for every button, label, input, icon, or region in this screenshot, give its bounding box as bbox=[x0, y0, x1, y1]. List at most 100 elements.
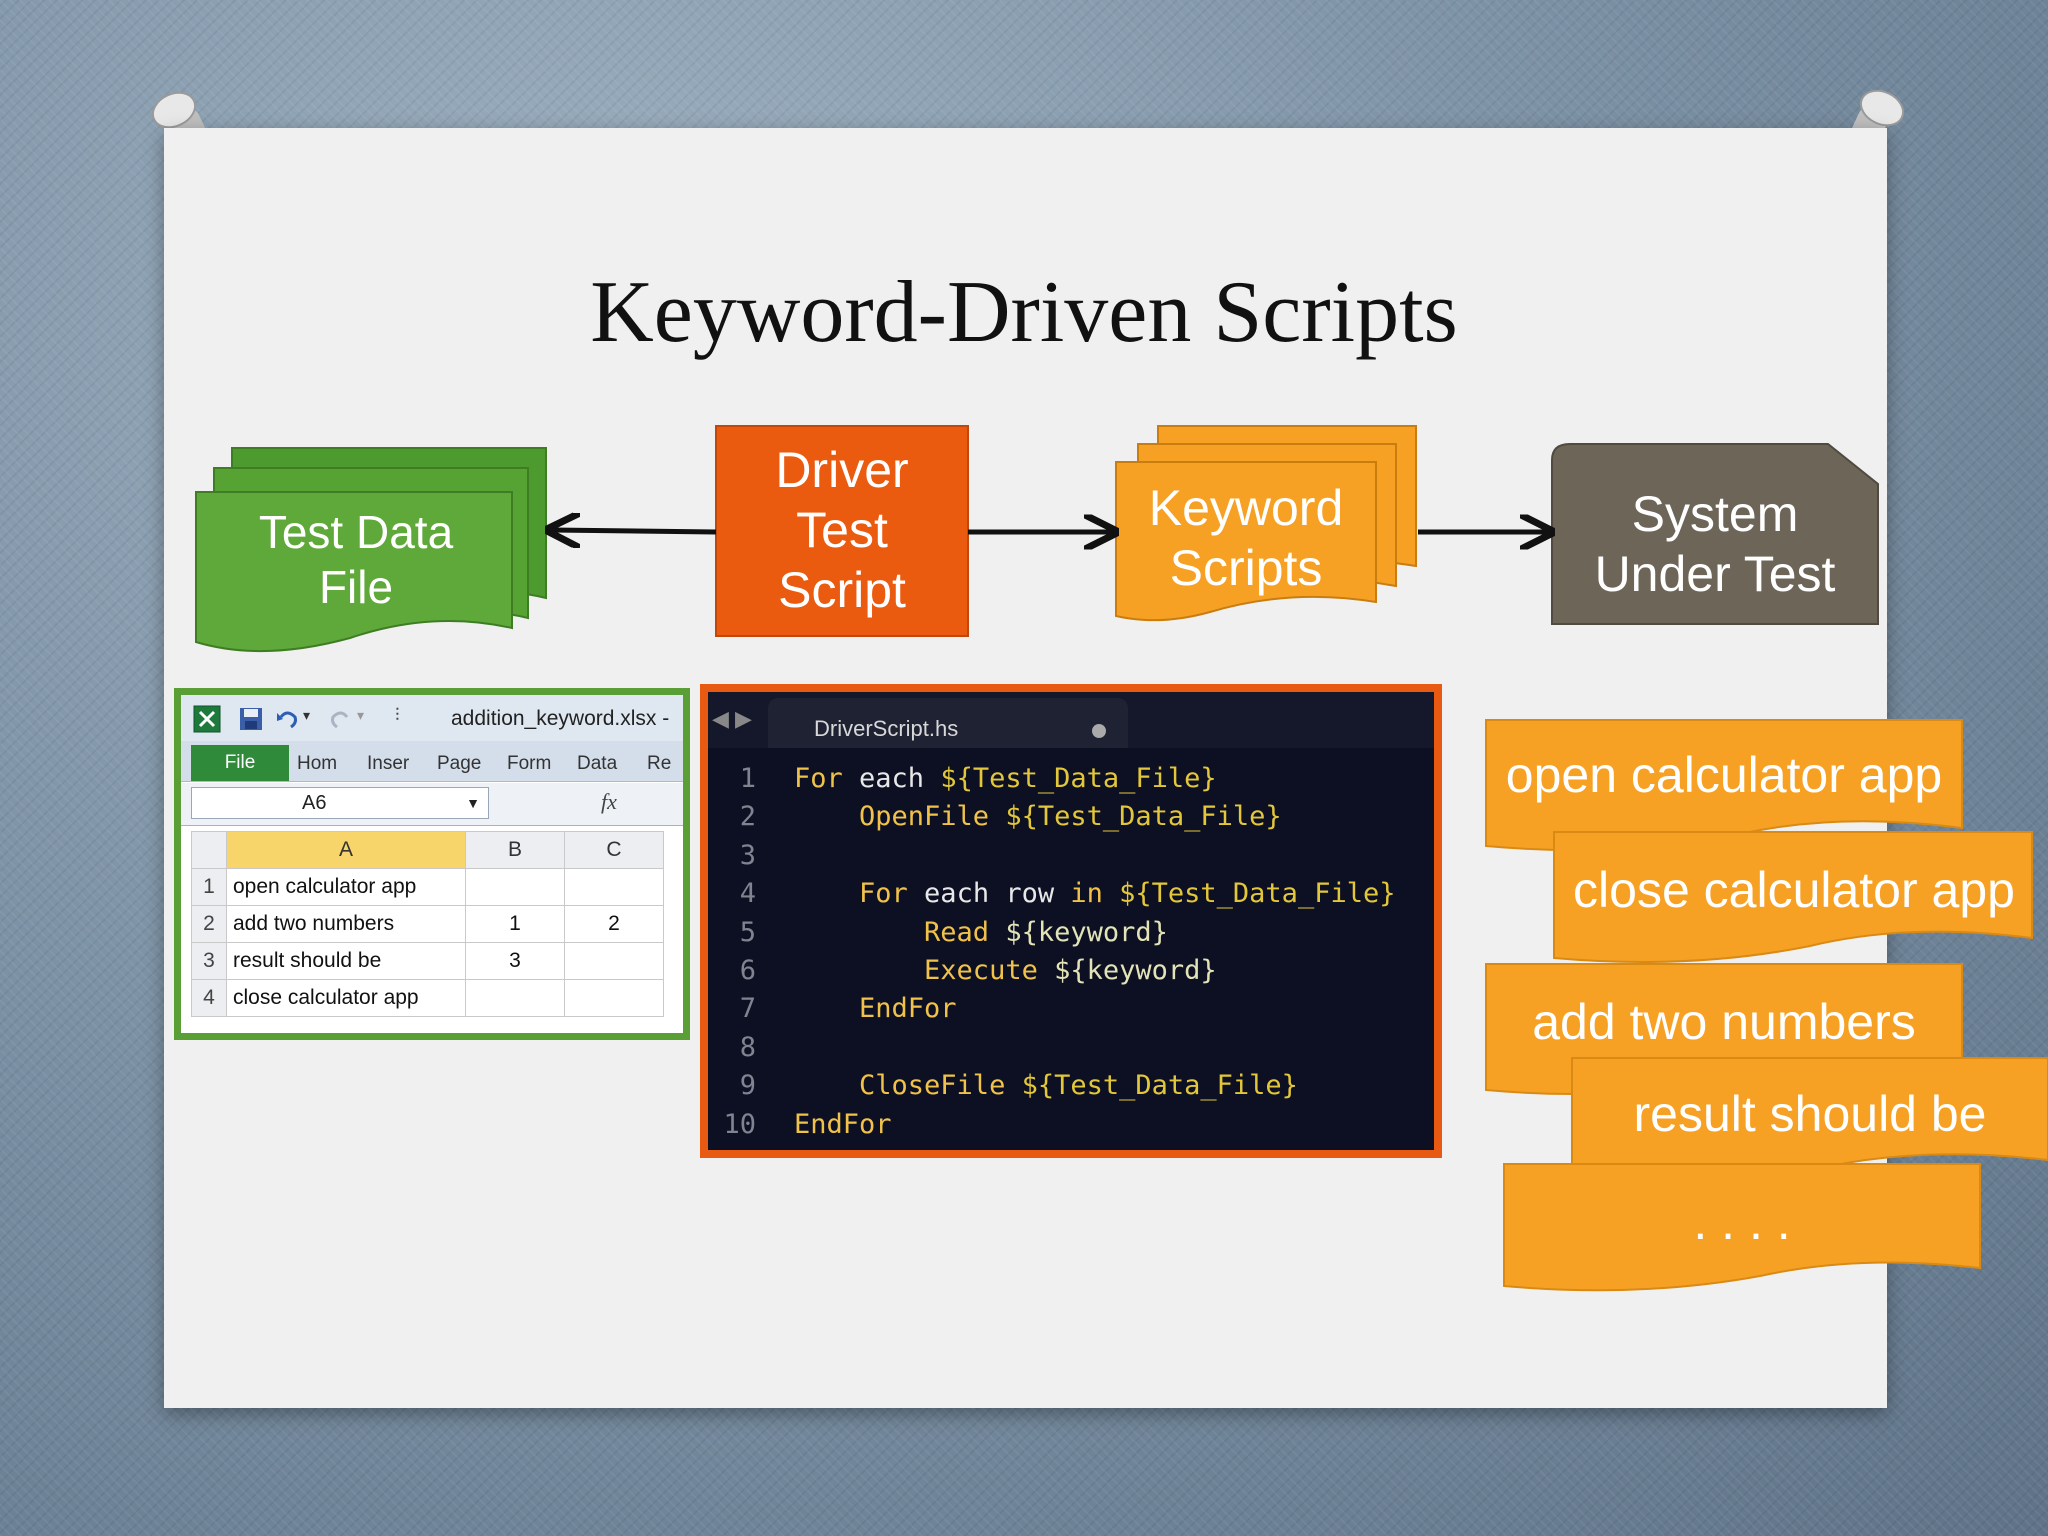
code-token: ${keyword} bbox=[1054, 954, 1217, 986]
excel-tab-insert[interactable]: Inser bbox=[367, 753, 410, 774]
save-icon[interactable] bbox=[239, 707, 263, 731]
editor-tab[interactable]: DriverScript.hs bbox=[768, 698, 1128, 748]
keyword-tag-ellipsis: . . . . bbox=[1693, 1194, 1791, 1251]
keyword-tag-shape bbox=[1553, 831, 2033, 963]
excel-file-tab[interactable]: File bbox=[191, 745, 289, 781]
line-number: 7 bbox=[739, 993, 756, 1025]
code-content: For each ${Test_Data_File} bbox=[794, 760, 1217, 798]
keyword-scripts-shape bbox=[1115, 425, 1417, 622]
excel-tab-review[interactable]: Re bbox=[647, 753, 672, 774]
code-token: ${Test_Data_File} bbox=[1021, 1070, 1298, 1102]
cell-a3[interactable]: result should be bbox=[226, 942, 466, 980]
line-number: 8 bbox=[739, 1031, 756, 1063]
code-line[interactable]: 7 EndFor bbox=[708, 990, 1434, 1028]
keyword-tag-shape bbox=[1503, 1163, 1981, 1292]
cell-c4[interactable] bbox=[564, 979, 664, 1017]
excel-filename: addition_keyword.xlsx - bbox=[451, 707, 670, 730]
undo-dropdown-icon[interactable]: ▾ bbox=[303, 707, 311, 723]
excel-grid: A B C 1 open calculator app 2 add two nu… bbox=[191, 831, 664, 1017]
table-row: 2 add two numbers 1 2 bbox=[191, 905, 664, 943]
driver-script-shape bbox=[715, 425, 969, 637]
code-line[interactable]: 10 EndFor bbox=[708, 1106, 1434, 1144]
excel-tab-home[interactable]: Hom bbox=[297, 753, 338, 774]
table-row: 1 open calculator app bbox=[191, 868, 664, 906]
line-number: 9 bbox=[739, 1070, 756, 1102]
excel-tab-formulas[interactable]: Form bbox=[507, 753, 552, 774]
column-header-c[interactable]: C bbox=[564, 831, 664, 869]
code-content: EndFor bbox=[794, 1106, 892, 1144]
slide-title: Keyword-Driven Scripts bbox=[590, 264, 1458, 361]
keyword-tag-result-should-be: result should be bbox=[1633, 1086, 1987, 1143]
excel-tab-data[interactable]: Data bbox=[577, 753, 618, 774]
editor-tab-bar: ◀ ▶ DriverScript.hs bbox=[708, 692, 1434, 748]
code-token: OpenFile bbox=[794, 801, 1006, 833]
code-line[interactable]: 3 bbox=[708, 837, 1434, 875]
row-header[interactable]: 3 bbox=[191, 942, 227, 980]
excel-app-icon bbox=[193, 705, 221, 733]
excel-window: ▾ ▾ ⫶ addition_keyword.xlsx - File Hom I… bbox=[174, 688, 690, 1040]
cell-c3[interactable] bbox=[564, 942, 664, 980]
code-token: ${Test_Data_File} bbox=[940, 763, 1217, 794]
code-token: each row bbox=[907, 878, 1071, 910]
test-data-file-label: Test Data File bbox=[258, 505, 454, 613]
code-content: For each row in ${Test_Data_File} bbox=[794, 875, 1395, 913]
excel-tab-page[interactable]: Page bbox=[437, 753, 482, 774]
code-token: ${Test_Data_File} bbox=[1005, 801, 1282, 833]
test-data-file-shape bbox=[195, 447, 547, 653]
column-header-row: A B C bbox=[191, 831, 664, 869]
cell-a2[interactable]: add two numbers bbox=[226, 905, 466, 943]
code-line[interactable]: 5 Read ${keyword} bbox=[708, 914, 1434, 952]
keyword-tag-close-calculator: close calculator app bbox=[1573, 862, 2015, 919]
column-header-a[interactable]: A bbox=[226, 831, 466, 869]
tab-nav-arrows-icon[interactable]: ◀ ▶ bbox=[712, 706, 752, 731]
table-row: 4 close calculator app bbox=[191, 979, 664, 1017]
arrow-driver-to-data bbox=[552, 530, 717, 532]
excel-quick-access-toolbar: ▾ ▾ ⫶ addition_keyword.xlsx - bbox=[181, 695, 683, 742]
name-box-dropdown-icon[interactable]: ▼ bbox=[466, 795, 480, 811]
excel-name-box-value: A6 bbox=[302, 792, 327, 814]
code-content: CloseFile ${Test_Data_File} bbox=[794, 1067, 1298, 1105]
undo-icon[interactable] bbox=[275, 707, 299, 731]
code-token: each bbox=[842, 763, 941, 794]
code-line[interactable]: 8 bbox=[708, 1029, 1434, 1067]
keyword-scripts-label: Keyword Scripts bbox=[1148, 480, 1344, 596]
code-token: in bbox=[1070, 878, 1103, 910]
redo-dropdown-icon[interactable]: ▾ bbox=[357, 707, 365, 723]
excel-name-box[interactable]: A6 ▼ bbox=[191, 787, 489, 819]
code-token: ${Test_Data_File} bbox=[1102, 878, 1396, 910]
redo-icon[interactable] bbox=[329, 707, 353, 731]
code-line[interactable]: 2 OpenFile ${Test_Data_File} bbox=[708, 798, 1434, 836]
cell-c1[interactable] bbox=[564, 868, 664, 906]
fx-icon[interactable]: fx bbox=[601, 789, 617, 814]
code-token: CloseFile bbox=[794, 1070, 1022, 1102]
code-token: For bbox=[794, 763, 843, 794]
code-line[interactable]: 4 For each row in ${Test_Data_File} bbox=[708, 875, 1434, 913]
code-token: EndFor bbox=[794, 1108, 892, 1140]
code-content: EndFor bbox=[794, 990, 957, 1028]
row-header[interactable]: 4 bbox=[191, 979, 227, 1017]
cell-a1[interactable]: open calculator app bbox=[226, 868, 466, 906]
cell-b4[interactable] bbox=[465, 979, 565, 1017]
system-under-test-shape bbox=[1551, 443, 1879, 625]
row-header[interactable]: 1 bbox=[191, 868, 227, 906]
code-token: ${keyword} bbox=[1005, 916, 1168, 948]
cell-c2[interactable]: 2 bbox=[564, 905, 664, 943]
customize-toolbar-icon[interactable]: ⫶ bbox=[395, 705, 400, 725]
code-content: OpenFile ${Test_Data_File} bbox=[794, 798, 1282, 836]
cell-a4[interactable]: close calculator app bbox=[226, 979, 466, 1017]
table-row: 3 result should be 3 bbox=[191, 942, 664, 980]
keyword-tag-open-calculator: open calculator app bbox=[1505, 747, 1943, 804]
line-number: 6 bbox=[739, 954, 756, 986]
code-line[interactable]: 9 CloseFile ${Test_Data_File} bbox=[708, 1067, 1434, 1105]
line-number: 10 bbox=[723, 1108, 756, 1140]
code-line[interactable]: 6 Execute ${keyword} bbox=[708, 952, 1434, 990]
row-header[interactable]: 2 bbox=[191, 905, 227, 943]
editor-tab-label: DriverScript.hs bbox=[814, 716, 959, 741]
code-token: Read bbox=[794, 916, 1006, 948]
code-token: EndFor bbox=[794, 993, 957, 1025]
